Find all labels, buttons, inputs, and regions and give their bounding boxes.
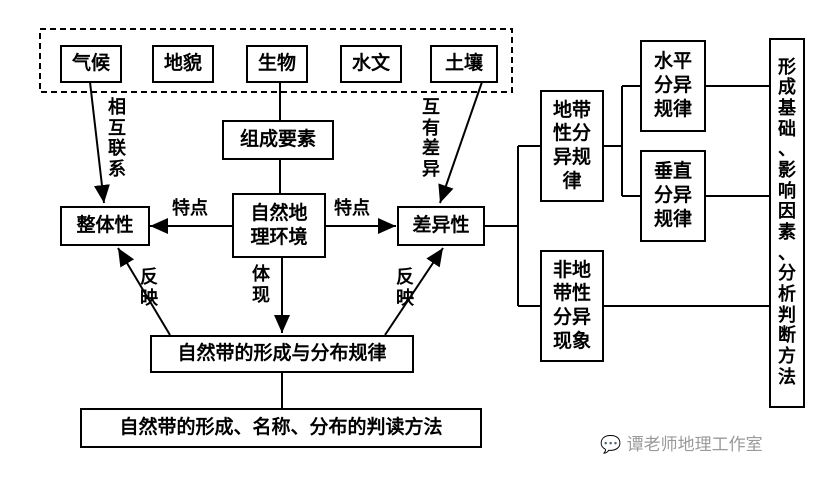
zone-formation-label: 自然带的形成与分布规律 [177,342,387,365]
horizontal-law-label: 水平 分异 规律 [653,50,692,120]
difference-label: 差异性 [412,214,470,237]
label-embody: 体 现 [252,264,270,306]
label-feature-right: 特点 [334,198,370,219]
nonzonal-box: 非地 带性 分异 现象 [540,250,604,362]
factor-biology: 生物 [246,45,308,83]
factors-dashed-group [39,28,513,93]
label-feature-left: 特点 [172,198,208,219]
right-summary-box: 形 成 基 础 、 影 响 因 素 、 分 析 判 断 方 法 [769,38,805,408]
factor-biology-label: 生物 [257,52,296,75]
reading-method-box: 自然带的形成、名称、分布的判读方法 [80,408,482,448]
factor-soil-label: 土壤 [444,52,483,75]
factor-climate: 气候 [60,45,122,83]
nonzonal-label: 非地 带性 分异 现象 [552,258,591,352]
zone-formation-box: 自然带的形成与分布规律 [150,335,414,373]
factor-soil: 土壤 [430,45,498,83]
label-reflect-left: 反 映 [140,267,158,309]
vertical-law-box: 垂直 分异 规律 [640,150,706,242]
zonal-law-label: 地带 性分 异规 律 [552,98,591,192]
difference-box: 差异性 [397,206,485,246]
horizontal-law-box: 水平 分异 规律 [640,40,706,132]
reading-method-label: 自然带的形成、名称、分布的判读方法 [119,416,443,439]
factor-landform: 地貌 [152,45,214,83]
factor-climate-label: 气候 [71,52,110,75]
label-diff-each: 互 有 差 异 [422,97,440,181]
wholeness-label: 整体性 [76,214,134,237]
composition-box: 组成要素 [222,120,334,160]
vertical-law-label: 垂直 分异 规律 [653,160,692,230]
watermark-text: 谭老师地理工作室 [626,435,763,455]
factor-hydrology: 水文 [340,45,402,83]
zonal-law-box: 地带 性分 异规 律 [540,90,604,202]
right-summary-label: 形 成 基 础 、 影 响 因 素 、 分 析 判 断 方 法 [778,56,796,388]
factor-hydrology-label: 水文 [351,52,390,75]
core-environment-label: 自然地 理环境 [250,201,308,248]
wholeness-box: 整体性 [60,206,150,246]
label-mutual: 相 互 联 系 [108,97,126,181]
composition-label: 组成要素 [239,128,316,151]
core-environment-box: 自然地 理环境 [232,193,326,258]
label-reflect-right: 反 映 [396,267,414,309]
wechat-icon: 💬 [600,435,622,455]
factor-landform-label: 地貌 [163,52,202,75]
watermark: 💬 谭老师地理工作室 [600,430,763,455]
